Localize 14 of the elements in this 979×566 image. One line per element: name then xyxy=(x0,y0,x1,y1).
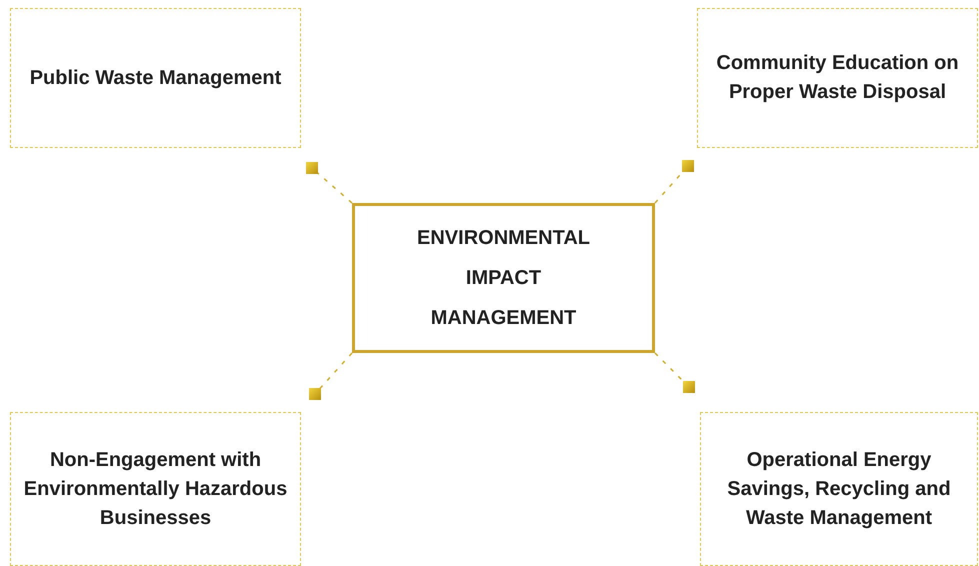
central-title: ENVIRONMENTAL IMPACT MANAGEMENT xyxy=(416,226,591,331)
topic-box xyxy=(10,412,301,566)
topic-label: Non-Engagement with Environmentally Hazardous Businesses xyxy=(23,448,288,530)
dashed-connector xyxy=(306,162,352,204)
dashed-connector xyxy=(309,352,353,400)
topic-box xyxy=(10,8,301,148)
topic-box xyxy=(697,8,978,148)
topic-label: Public Waste Management xyxy=(30,66,282,90)
topic-label: Community Education on Proper Waste Disposal xyxy=(715,51,960,105)
central-box xyxy=(352,203,655,353)
dashed-connector xyxy=(654,352,695,393)
dashed-connector xyxy=(654,160,694,204)
topic-label: Operational Energy Savings, Recycling and Waste Management xyxy=(726,448,952,530)
topic-box xyxy=(700,412,978,566)
